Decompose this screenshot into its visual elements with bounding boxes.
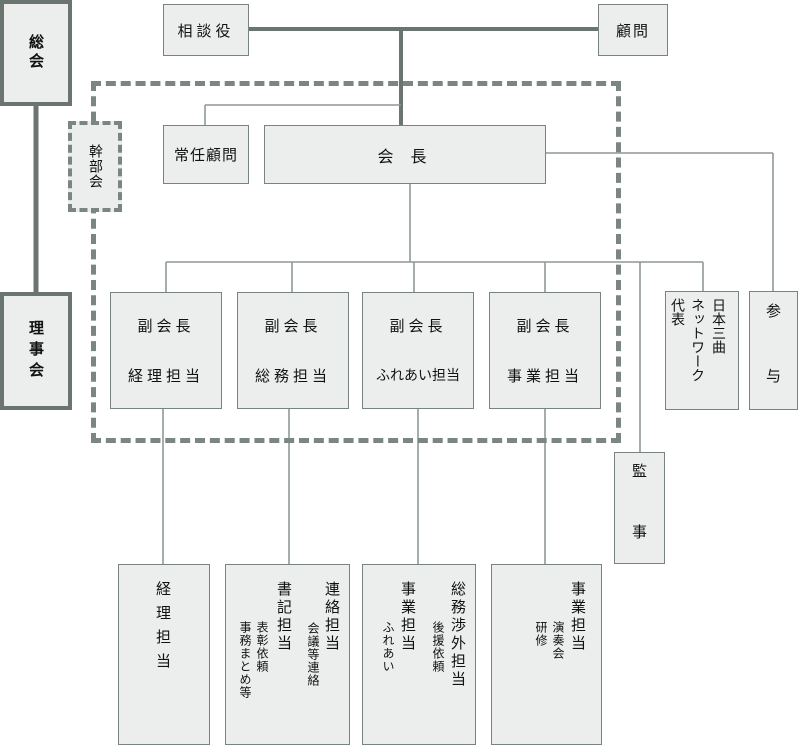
sanyo-box: 参 与 (749, 291, 798, 410)
vice-role: 事業担当 (506, 367, 583, 385)
soukai-label: 総会 (27, 34, 45, 72)
vice-title: 副会長 (389, 317, 447, 335)
kanbukai-label-frame: 幹部会 (68, 121, 122, 212)
rijikai-box: 理事会 (0, 292, 72, 410)
kanji-box: 監 事 (614, 452, 665, 564)
jounin-komon-box: 常任顧問 (163, 125, 249, 184)
kaichou-box: 会 長 (264, 125, 546, 184)
network-line3: 代表 (669, 298, 685, 326)
jigyou-label: 事業担当 (569, 581, 587, 653)
kaichou-label: 会 長 (377, 146, 433, 166)
shoki-label: 書記担当 (275, 581, 293, 653)
vice-keiri-box: 副会長 経理担当 (110, 292, 222, 409)
network-box: 日本三曲 ネットワーク 代表 (665, 291, 739, 410)
vice-role: 総務担当 (254, 367, 331, 385)
shoki-sub1: 表彰依頼 (255, 621, 269, 673)
rijikai-label: 理事会 (27, 319, 45, 383)
kanji-label: 監 事 (630, 463, 648, 553)
vice-soumu-box: 副会長 総務担当 (237, 292, 349, 409)
network-line1: 日本三曲 (710, 298, 726, 354)
vice-title: 副会長 (264, 317, 322, 335)
renraku-label: 連絡担当 (323, 581, 341, 653)
vice-title: 副会長 (137, 317, 195, 335)
kanbukai-frame (91, 81, 621, 443)
fureai-sub: ふれあい (381, 621, 395, 673)
jigyou-sub2: 研修 (534, 621, 548, 647)
vice-fureai-box: 副会長 ふれあい担当 (362, 292, 474, 409)
soudanyaku-label: 相談役 (177, 21, 235, 40)
keiri-box: 経理担当 (118, 564, 210, 745)
keiri-label: 経理担当 (154, 581, 172, 677)
jigyou-sub1: 演奏会 (551, 621, 565, 660)
network-line2: ネットワーク (689, 298, 705, 382)
soumu-sub-box: 連絡担当 会議等連絡 書記担当 表彰依頼 事務まとめ等 (225, 564, 350, 745)
jigyou-fureai-label: 事業担当 (399, 581, 417, 653)
soumu-label: 総務渉外担当 (449, 581, 467, 689)
vice-role: 経理担当 (127, 367, 204, 385)
vice-jigyou-box: 副会長 事業担当 (489, 292, 601, 409)
fureai-sub-box: 総務渉外担当 後援依頼 事業担当 ふれあい (362, 564, 476, 745)
soumu-sub: 後援依頼 (431, 621, 445, 673)
renraku-sub1: 会議等連絡 (306, 622, 320, 687)
soukai-box: 総会 (0, 0, 72, 106)
kanbukai-label: 幹部会 (87, 144, 103, 189)
komon-box: 顧問 (598, 4, 668, 56)
soudanyaku-box: 相談役 (163, 4, 249, 56)
jigyou-sub-box: 事業担当 演奏会 研修 (491, 564, 602, 745)
sanyo-label: 参 与 (764, 302, 782, 399)
komon-label: 顧問 (615, 21, 650, 40)
vice-title: 副会長 (516, 317, 574, 335)
jounin-komon-label: 常任顧問 (173, 146, 238, 164)
shoki-sub2: 事務まとめ等 (238, 621, 252, 699)
vice-role: ふれあい担当 (376, 368, 460, 384)
